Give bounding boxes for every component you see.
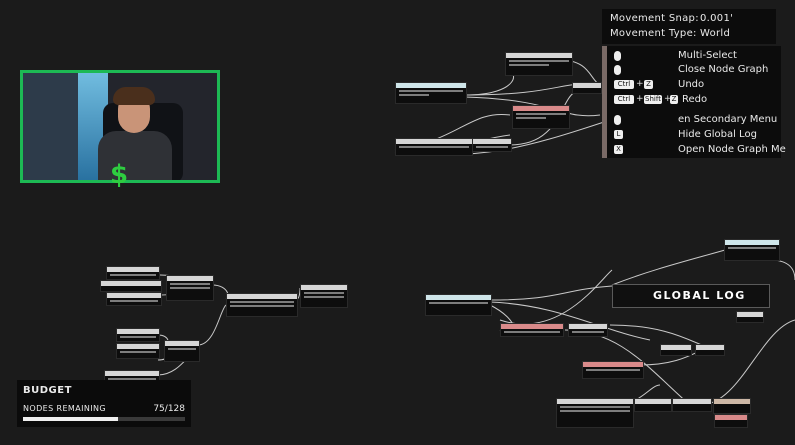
graph-node[interactable] — [116, 328, 160, 342]
shortcut-label: Open Node Graph Me — [678, 144, 786, 155]
graph-node[interactable] — [556, 398, 634, 428]
shortcut-redo: Ctrl + Shift + Z Redo — [612, 94, 782, 107]
movement-type-label: Movement Type: — [610, 28, 697, 39]
global-log-panel[interactable]: GLOBAL LOG — [612, 284, 770, 308]
key-cap: Ctrl — [614, 80, 634, 89]
budget-panel: BUDGET NODES REMAINING 75/128 — [17, 380, 191, 427]
mouse-icon — [614, 65, 621, 75]
graph-node[interactable] — [660, 344, 692, 356]
graph-node[interactable] — [425, 294, 492, 316]
graph-node[interactable] — [505, 52, 573, 76]
shortcut-hide-global-log: L Hide Global Log — [612, 129, 782, 142]
graph-node[interactable] — [695, 344, 725, 356]
graph-node[interactable] — [500, 323, 564, 337]
shortcut-multi-select: Multi-Select — [612, 50, 782, 63]
graph-node[interactable] — [472, 138, 512, 152]
movement-snap-panel: Movement Snap: 0.001' Movement Type: Wor… — [602, 9, 776, 44]
graph-node[interactable] — [572, 82, 602, 94]
graph-node[interactable] — [713, 398, 751, 414]
graph-node[interactable] — [582, 361, 644, 379]
graph-node[interactable] — [226, 293, 298, 317]
dollar-mascot-icon: $ — [110, 160, 129, 190]
graph-node[interactable] — [106, 292, 162, 306]
budget-progress-fill — [23, 417, 118, 421]
shortcut-close-node-graph: Close Node Graph — [612, 64, 782, 77]
shortcut-label: en Secondary Menu — [678, 114, 778, 125]
budget-title: BUDGET — [23, 385, 72, 396]
key-cap: Z — [670, 95, 678, 104]
shortcut-label: Close Node Graph — [678, 64, 769, 75]
graph-node[interactable] — [724, 239, 780, 261]
key-cap: X — [614, 145, 623, 154]
graph-node[interactable] — [395, 138, 473, 156]
movement-snap-value: 0.001' — [700, 13, 734, 24]
mouse-icon — [614, 115, 621, 125]
movement-snap-label: Movement Snap: — [610, 13, 699, 24]
shortcut-label: Hide Global Log — [678, 129, 757, 140]
shortcut-hints-panel: Multi-Select Close Node Graph Ctrl + Z U… — [602, 46, 786, 158]
shortcut-label: Undo — [678, 79, 705, 90]
mouse-icon — [614, 51, 621, 61]
global-log-title: GLOBAL LOG — [653, 289, 746, 302]
nodes-remaining-count: 75/128 — [153, 404, 185, 414]
graph-node[interactable] — [672, 398, 712, 412]
budget-progress-track — [23, 417, 185, 421]
graph-node[interactable] — [512, 105, 570, 129]
shortcut-open-node-graph-menu: X Open Node Graph Me — [612, 144, 786, 157]
graph-node[interactable] — [395, 82, 467, 104]
shortcut-label: Multi-Select — [678, 50, 737, 61]
graph-node[interactable] — [164, 340, 200, 362]
webcam-overlay — [20, 70, 220, 183]
graph-node[interactable] — [714, 414, 748, 428]
movement-type-value: World — [700, 28, 731, 39]
key-cap: Shift — [644, 95, 662, 104]
graph-node[interactable] — [106, 266, 160, 280]
graph-node[interactable] — [116, 343, 160, 359]
graph-node[interactable] — [100, 280, 162, 292]
graph-node[interactable] — [736, 311, 764, 323]
key-cap: Z — [644, 80, 653, 89]
key-cap: L — [614, 130, 623, 139]
key-cap: Ctrl — [614, 95, 634, 104]
graph-node[interactable] — [568, 323, 608, 337]
shortcut-secondary-menu: en Secondary Menu — [612, 114, 782, 127]
graph-node[interactable] — [300, 284, 348, 308]
shortcut-undo: Ctrl + Z Undo — [612, 79, 782, 92]
shortcut-label: Redo — [682, 94, 708, 105]
nodes-remaining-label: NODES REMAINING — [23, 404, 106, 413]
graph-node[interactable] — [634, 398, 672, 412]
graph-node[interactable] — [166, 275, 214, 301]
